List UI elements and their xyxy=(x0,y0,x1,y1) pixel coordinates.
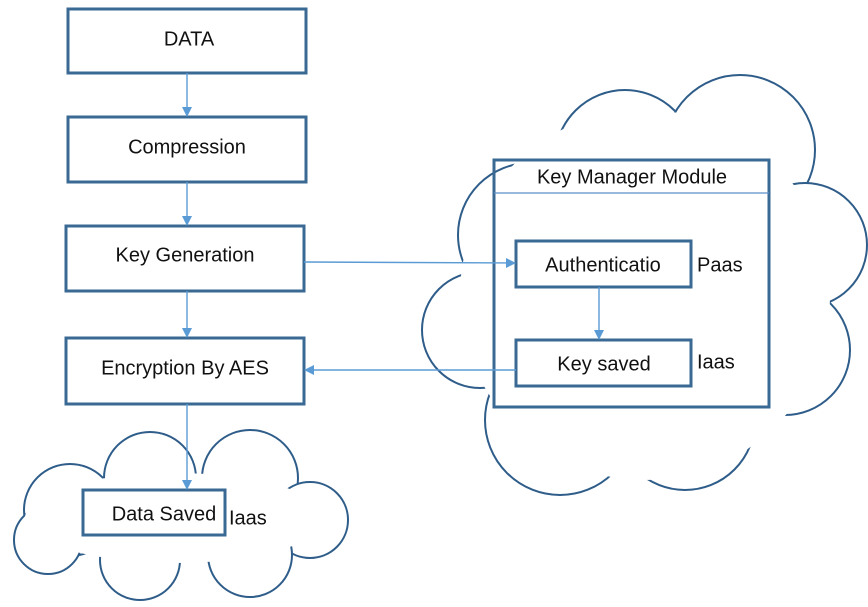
authentication-box xyxy=(514,239,693,289)
arrow-keygen-to-authentication xyxy=(303,257,516,268)
key-saved-iaas-label: Iaas xyxy=(697,351,735,373)
compression-box-label: Compression xyxy=(128,136,246,158)
key-saved-box-label: Key saved xyxy=(557,353,650,375)
data-saved-box xyxy=(81,488,227,537)
authentication-paas-label: Paas xyxy=(697,254,743,276)
data-saved-box-label: Data Saved xyxy=(112,503,217,525)
key-generation-box xyxy=(64,224,306,293)
data-box-label: DATA xyxy=(164,28,215,50)
data-box xyxy=(66,7,308,75)
key-generation-box-label: Key Generation xyxy=(116,244,255,266)
authentication-box-label: Authenticatio xyxy=(545,254,661,276)
data-saved-iaas-label: Iaas xyxy=(229,507,267,529)
compression-box xyxy=(66,115,308,184)
key-manager-module xyxy=(492,158,771,409)
key-saved-box xyxy=(514,338,693,388)
encryption-box-label: Encryption By AES xyxy=(101,357,269,379)
module-title: Key Manager Module xyxy=(537,166,727,188)
